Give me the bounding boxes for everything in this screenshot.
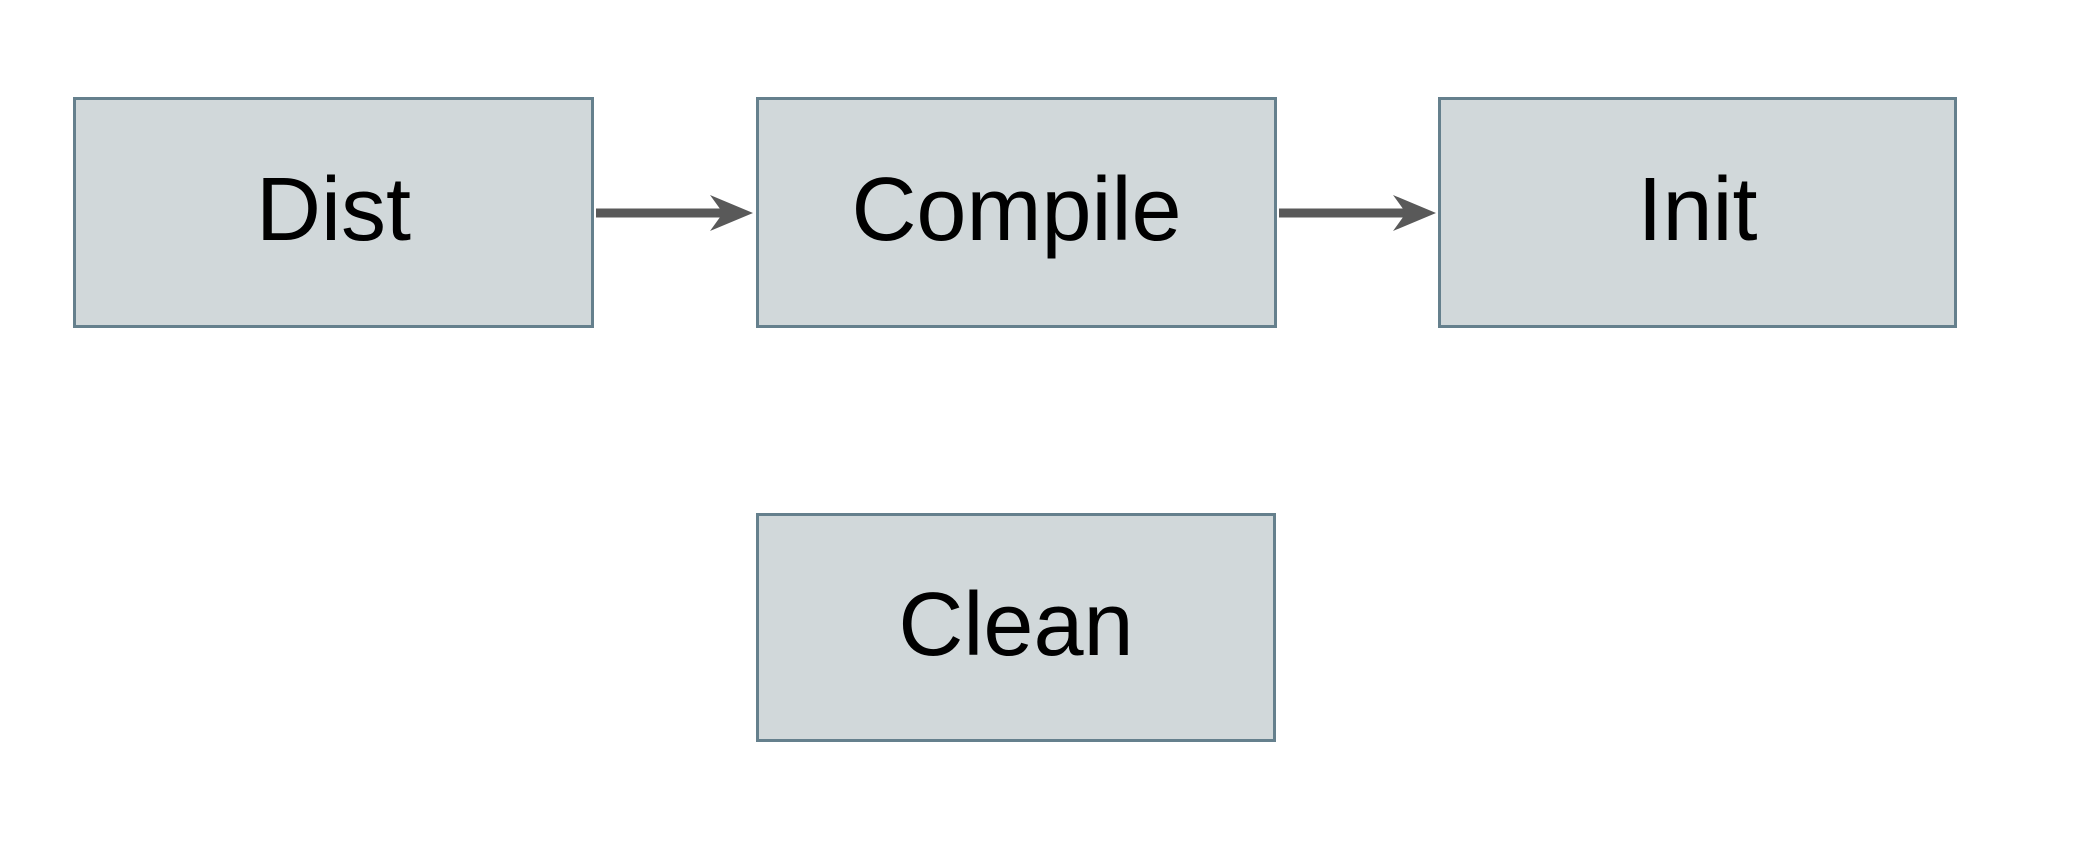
node-init-label: Init [1637,159,1758,260]
node-dist: Dist [73,97,594,328]
node-compile: Compile [756,97,1277,328]
node-compile-label: Compile [851,159,1182,260]
node-dist-label: Dist [256,159,411,260]
node-init: Init [1438,97,1957,328]
arrow-dist-to-compile [596,195,753,231]
arrow-compile-to-init [1279,195,1436,231]
node-clean: Clean [756,513,1276,742]
node-clean-label: Clean [898,574,1134,675]
